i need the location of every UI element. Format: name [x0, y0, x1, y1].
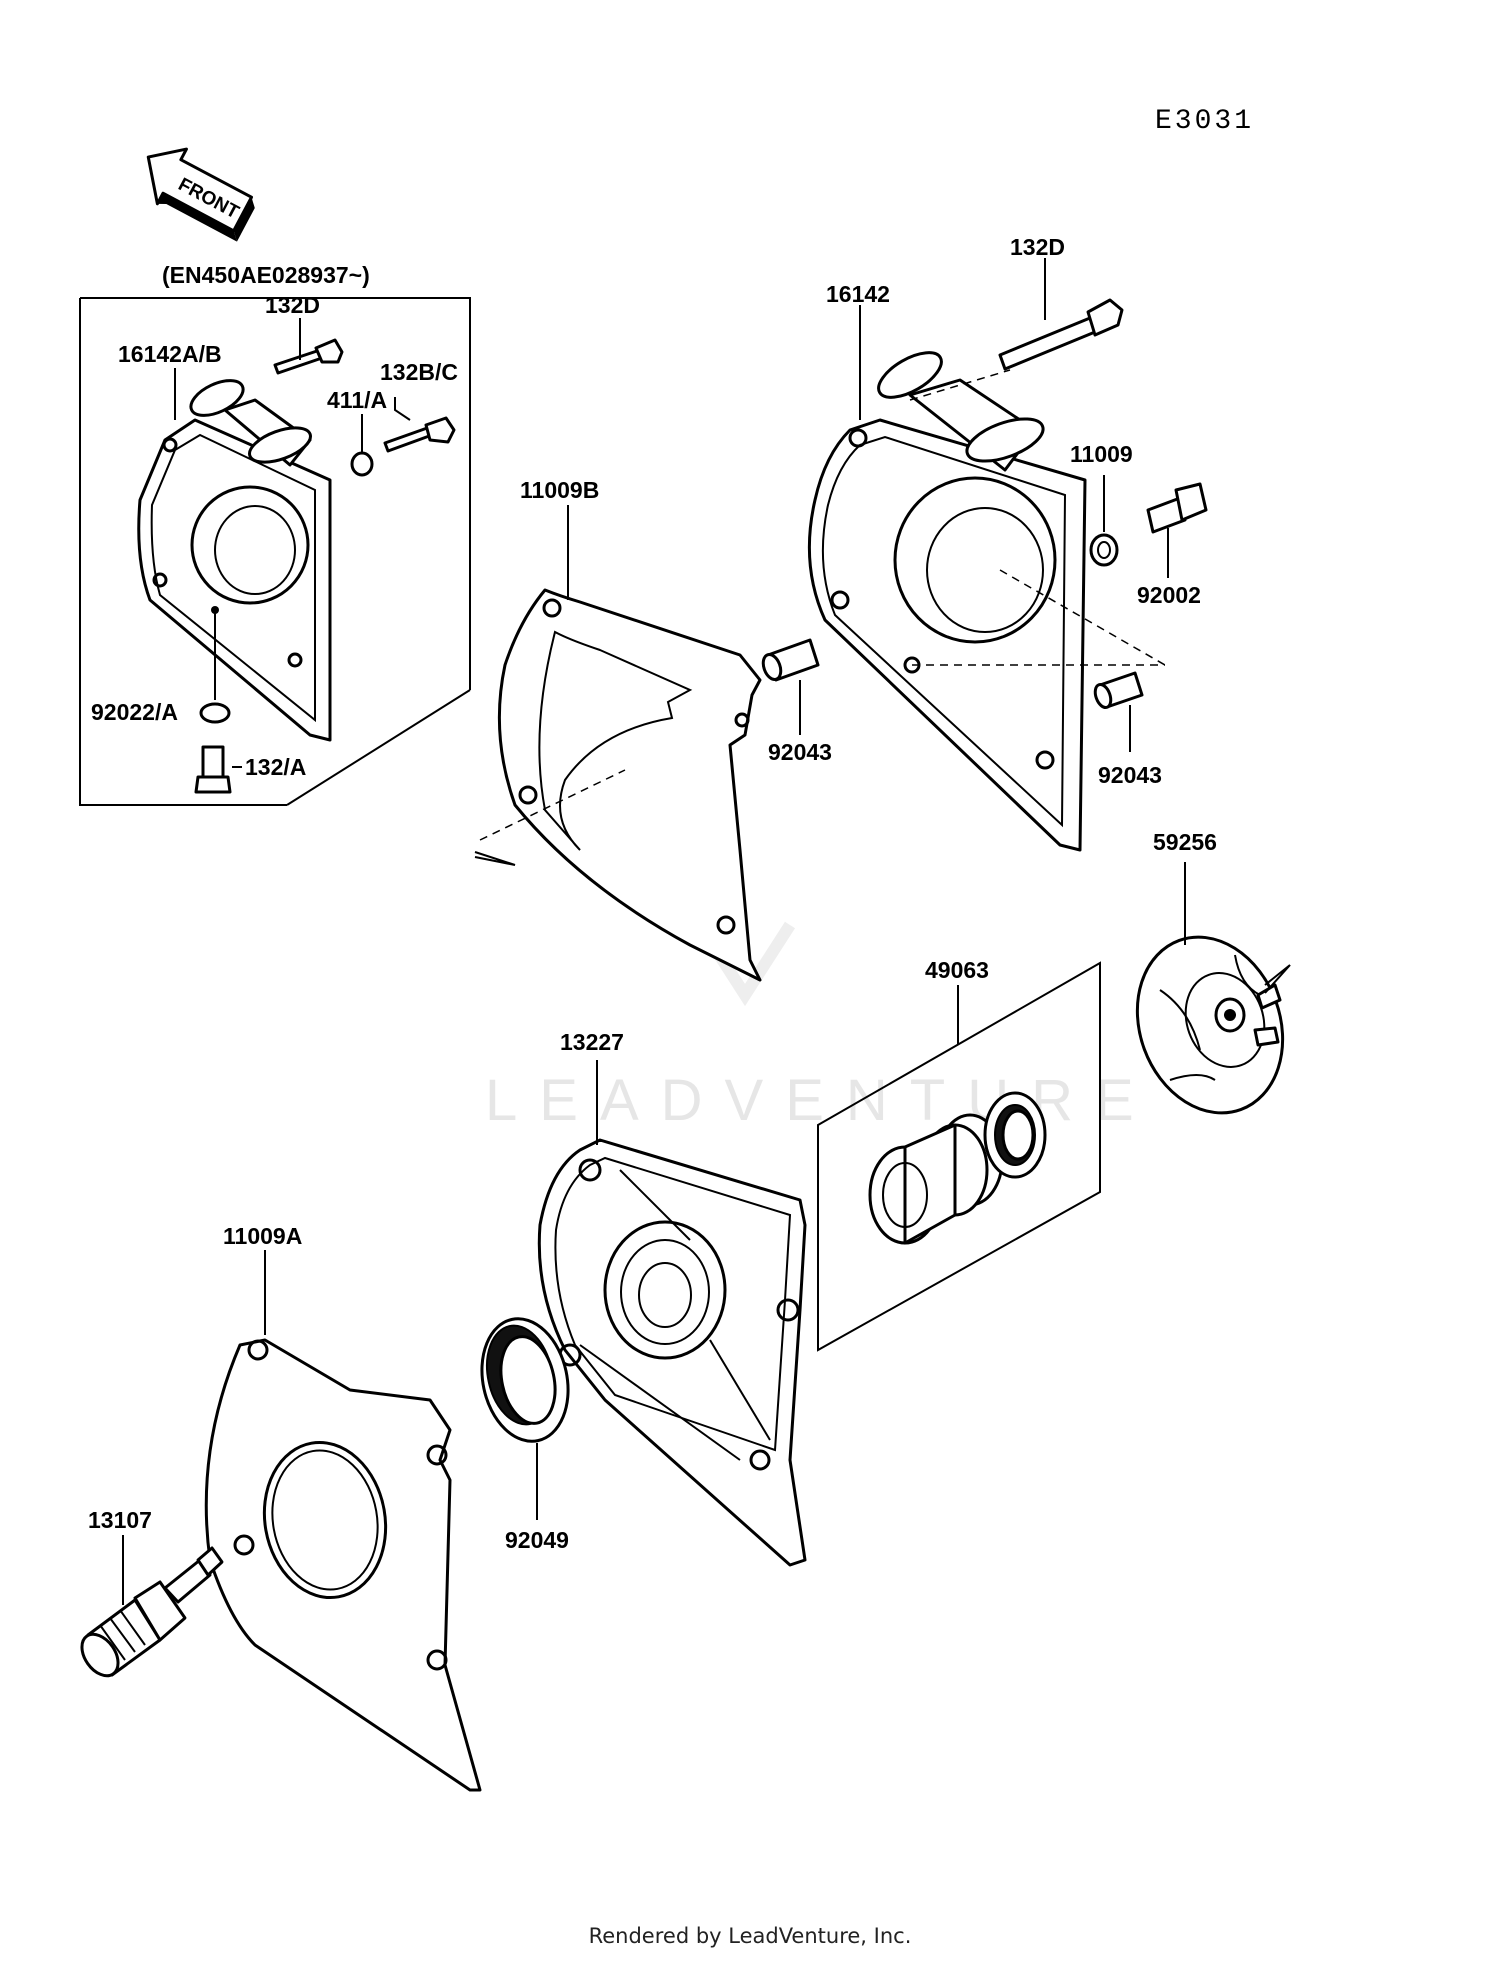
label-washer: 11009 — [1070, 441, 1133, 467]
gasket-11009b — [497, 588, 762, 982]
inset-washer-icon — [350, 451, 374, 477]
washer-11009-icon — [1089, 533, 1119, 567]
label-gasket-a: 11009A — [223, 1223, 302, 1249]
mechanical-seal-49063 — [868, 1091, 1047, 1245]
figure-code: E3031 — [1155, 106, 1254, 137]
label-dowel-left: 92043 — [768, 739, 832, 765]
label-inset-washer-drain: 92022/A — [91, 699, 178, 725]
inset-bolt-132d-icon — [273, 338, 344, 375]
label-cover: 16142 — [826, 281, 890, 307]
dowel-pin-right-icon — [1093, 671, 1144, 710]
label-gasket-b: 11009B — [520, 477, 599, 503]
inset-caption: (EN450AE028937~) — [162, 262, 370, 288]
inset-bolt-132bc-icon — [383, 416, 456, 453]
dashed-line — [999, 569, 1166, 666]
footer-credit: Rendered by LeadVenture, Inc. — [588, 1924, 912, 1948]
washer-hole — [1097, 541, 1111, 559]
label-drain-bolt: 92002 — [1137, 582, 1201, 608]
inset-pump-cover — [137, 379, 332, 742]
leader — [474, 851, 516, 866]
label-inset-bolt-bc: 132B/C — [380, 359, 458, 385]
label-mechanical-seal: 49063 — [925, 957, 989, 983]
label-inset-washer: 411/A — [327, 387, 387, 413]
pump-body-13227 — [537, 1138, 807, 1567]
bolt-132d-icon — [998, 298, 1124, 371]
label-pump-body: 13227 — [560, 1029, 624, 1055]
label-bolt: 132D — [1010, 234, 1065, 260]
label-fitting: 13107 — [88, 1507, 152, 1533]
pump-cover-16142 — [807, 351, 1087, 852]
leader — [1264, 964, 1291, 994]
label-inset-cover: 16142A/B — [118, 341, 222, 367]
inset-drain-bolt-icon — [194, 745, 232, 794]
label-inset-drain-bolt: 132/A — [245, 754, 306, 780]
label-dowel-right: 92043 — [1098, 762, 1162, 788]
label-inset-bolt: 132D — [265, 292, 320, 318]
oil-seal-92049 — [480, 1317, 570, 1443]
leader — [394, 397, 411, 421]
gasket-11009a — [204, 1338, 482, 1792]
drain-bolt-92002-icon — [1146, 482, 1208, 534]
inset-frame — [79, 297, 471, 806]
label-impeller: 59256 — [1153, 829, 1217, 855]
seal-frame — [817, 961, 1101, 1352]
front-arrow-icon: FRONT — [146, 147, 255, 242]
dowel-pin-left-icon — [761, 638, 820, 682]
fitting-13107-icon — [80, 1546, 224, 1678]
label-oil-seal: 92049 — [505, 1527, 569, 1553]
dashed-line — [909, 369, 1011, 401]
inset-drain-washer-icon — [199, 702, 231, 724]
impeller-59256 — [1135, 935, 1285, 1115]
